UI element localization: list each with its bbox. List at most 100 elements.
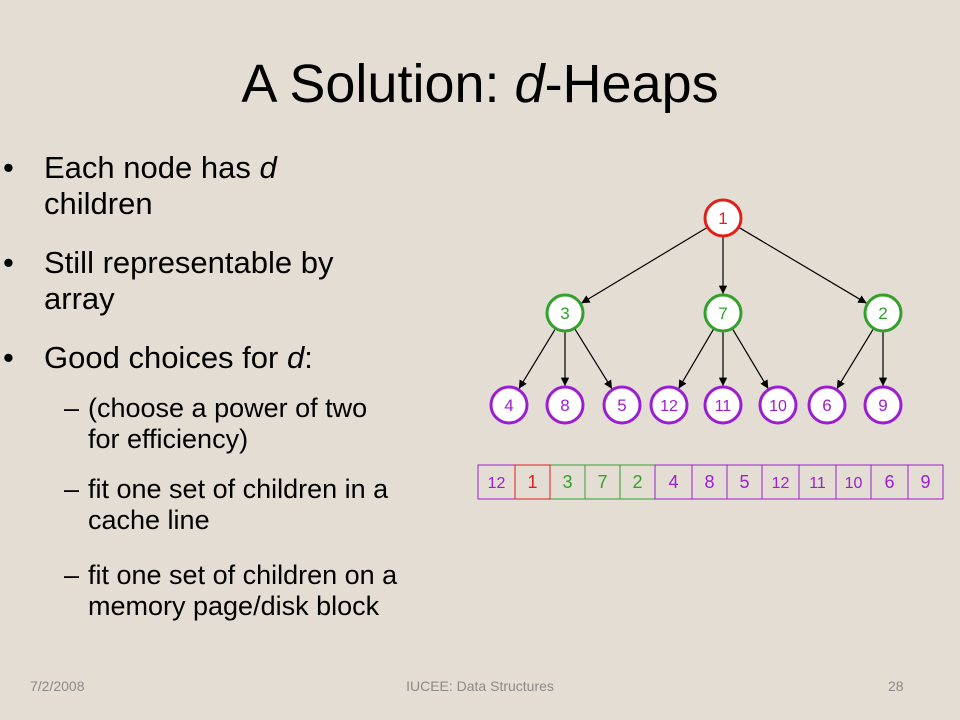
bullet-line-2: array bbox=[44, 281, 115, 316]
bullet-each-node: • Each node has d children bbox=[3, 150, 277, 222]
node-label: 4 bbox=[504, 396, 513, 415]
tree-node-level2-2: 5 bbox=[602, 385, 642, 425]
node-label: 2 bbox=[878, 304, 887, 323]
bullet-line: Good choices for d: bbox=[44, 340, 313, 376]
sub-bullet-line: (choose a power of two bbox=[88, 393, 368, 423]
array-cell-value: 9 bbox=[920, 472, 930, 492]
array-cell-value: 8 bbox=[704, 472, 714, 492]
node-circle bbox=[602, 385, 642, 425]
node-label: 9 bbox=[878, 396, 887, 415]
sub-bullet-line-2: memory page/disk block bbox=[88, 591, 380, 621]
bullet-italic: d bbox=[259, 150, 277, 185]
node-circle bbox=[489, 385, 529, 425]
edge-l1-2-to-l2-6 bbox=[836, 328, 875, 390]
bullet-line-2: children bbox=[44, 186, 153, 221]
node-label: 10 bbox=[769, 398, 787, 415]
array-cell-value: 2 bbox=[632, 472, 642, 492]
node-label: 11 bbox=[715, 398, 732, 415]
sub-bullet-line-2: for efficiency) bbox=[88, 424, 249, 454]
node-label: 8 bbox=[560, 396, 569, 415]
tree-node-level2-5: 10 bbox=[758, 385, 798, 425]
array-cell: 7 bbox=[584, 464, 621, 500]
node-label: 12 bbox=[660, 398, 678, 415]
footer-date: 7/2/2008 bbox=[30, 678, 85, 694]
tree-node-level2-7: 9 bbox=[863, 385, 903, 425]
tree-node-level2-1: 8 bbox=[545, 385, 585, 425]
sub-bullet-dash: – bbox=[64, 560, 80, 590]
bullet-text: : bbox=[304, 340, 313, 375]
node-label: 1 bbox=[718, 209, 727, 228]
sub-bullet-dash: – bbox=[64, 393, 80, 423]
node-circle bbox=[758, 385, 798, 425]
array-cell-value: 12 bbox=[772, 475, 790, 492]
array-cell-unused: 12 bbox=[477, 464, 516, 500]
node-circle bbox=[807, 385, 847, 425]
bullet-dot: • bbox=[3, 340, 14, 375]
sub-bullet-memory-page: – fit one set of children on a memory pa… bbox=[64, 560, 398, 622]
edge-root-to-l1-0 bbox=[580, 226, 708, 304]
array-cell: 6 bbox=[870, 464, 909, 500]
sub-bullet-line: fit one set of children in a bbox=[88, 474, 389, 504]
sub-bullet-power-of-two: – (choose a power of two for efficiency) bbox=[64, 393, 368, 455]
tree-node-level1-2: 2 bbox=[863, 293, 903, 333]
array-cell: 1 bbox=[514, 464, 551, 500]
title-italic-d: d bbox=[514, 54, 545, 114]
node-circle bbox=[545, 293, 585, 333]
tree-node-level2-0: 4 bbox=[489, 385, 529, 425]
array-cell-value: 6 bbox=[884, 472, 894, 492]
node-circle bbox=[703, 198, 743, 238]
bullet-text: Each node has bbox=[44, 150, 260, 185]
footer-course: IUCEE: Data Structures bbox=[406, 678, 554, 694]
bullet-line: Each node has d bbox=[44, 150, 277, 186]
node-label: 5 bbox=[617, 396, 626, 415]
tree-node-level1-0: 3 bbox=[545, 293, 585, 333]
array-cell-value: 10 bbox=[845, 475, 863, 492]
tree-node-level2-3: 12 bbox=[649, 385, 689, 425]
array-cell-value: 5 bbox=[739, 472, 749, 492]
heap-array: 12 3 7 2 4 8 5 12 11 10 6 9 1 bbox=[477, 464, 944, 500]
array-cell-value: 4 bbox=[668, 472, 678, 492]
array-cell: 4 bbox=[654, 464, 693, 500]
bullet-dot: • bbox=[3, 245, 14, 280]
node-circle bbox=[863, 385, 903, 425]
array-cell-value: 3 bbox=[562, 472, 572, 492]
bullet-dot: • bbox=[3, 150, 14, 185]
edge-l1-1-to-l2-5 bbox=[731, 328, 769, 389]
array-cell: 11 bbox=[798, 464, 837, 500]
node-label: 7 bbox=[718, 304, 727, 323]
tree-nodes: 1 3 7 2 4 8 5 12 11 10 6 9 bbox=[489, 198, 903, 425]
tree-node-root: 1 bbox=[703, 198, 743, 238]
tree-edges bbox=[518, 226, 888, 390]
node-label: 6 bbox=[822, 396, 831, 415]
edge-l1-0-to-l2-0 bbox=[518, 328, 557, 390]
array-cell-value: 7 bbox=[597, 472, 607, 492]
sub-bullet-line-2: cache line bbox=[88, 505, 210, 535]
footer-page-number: 28 bbox=[888, 678, 904, 694]
array-cell: 10 bbox=[835, 464, 872, 500]
array-cell: 8 bbox=[691, 464, 728, 500]
edge-l1-1-to-l2-3 bbox=[678, 328, 715, 389]
tree-node-level1-1: 7 bbox=[703, 293, 743, 333]
array-cell: 12 bbox=[761, 464, 800, 500]
array-cell: 5 bbox=[726, 464, 763, 500]
array-cell-value: 11 bbox=[809, 475, 826, 492]
title-prefix: A Solution: bbox=[241, 54, 515, 114]
bullet-good-choices: • Good choices for d: bbox=[3, 340, 313, 376]
tree-node-level2-4: 11 bbox=[703, 385, 743, 425]
node-circle bbox=[545, 385, 585, 425]
array-cell: 9 bbox=[907, 464, 944, 500]
sub-bullet-line: fit one set of children on a bbox=[88, 560, 398, 590]
array-cell-box bbox=[514, 464, 551, 500]
bullet-text: Still representable by bbox=[44, 245, 334, 280]
node-label: 3 bbox=[560, 304, 569, 323]
bullet-list: • Each node has d children • Still repre… bbox=[3, 150, 398, 622]
bullet-text: Good choices for bbox=[44, 340, 287, 375]
sub-bullet-cache-line: – fit one set of children in a cache lin… bbox=[64, 474, 389, 536]
node-circle bbox=[863, 293, 903, 333]
slide-title: A Solution: d-Heaps bbox=[0, 52, 960, 116]
array-cell: 2 bbox=[619, 464, 656, 500]
node-circle bbox=[703, 385, 743, 425]
tree-node-level2-6: 6 bbox=[807, 385, 847, 425]
edge-root-to-l1-2 bbox=[738, 226, 867, 304]
